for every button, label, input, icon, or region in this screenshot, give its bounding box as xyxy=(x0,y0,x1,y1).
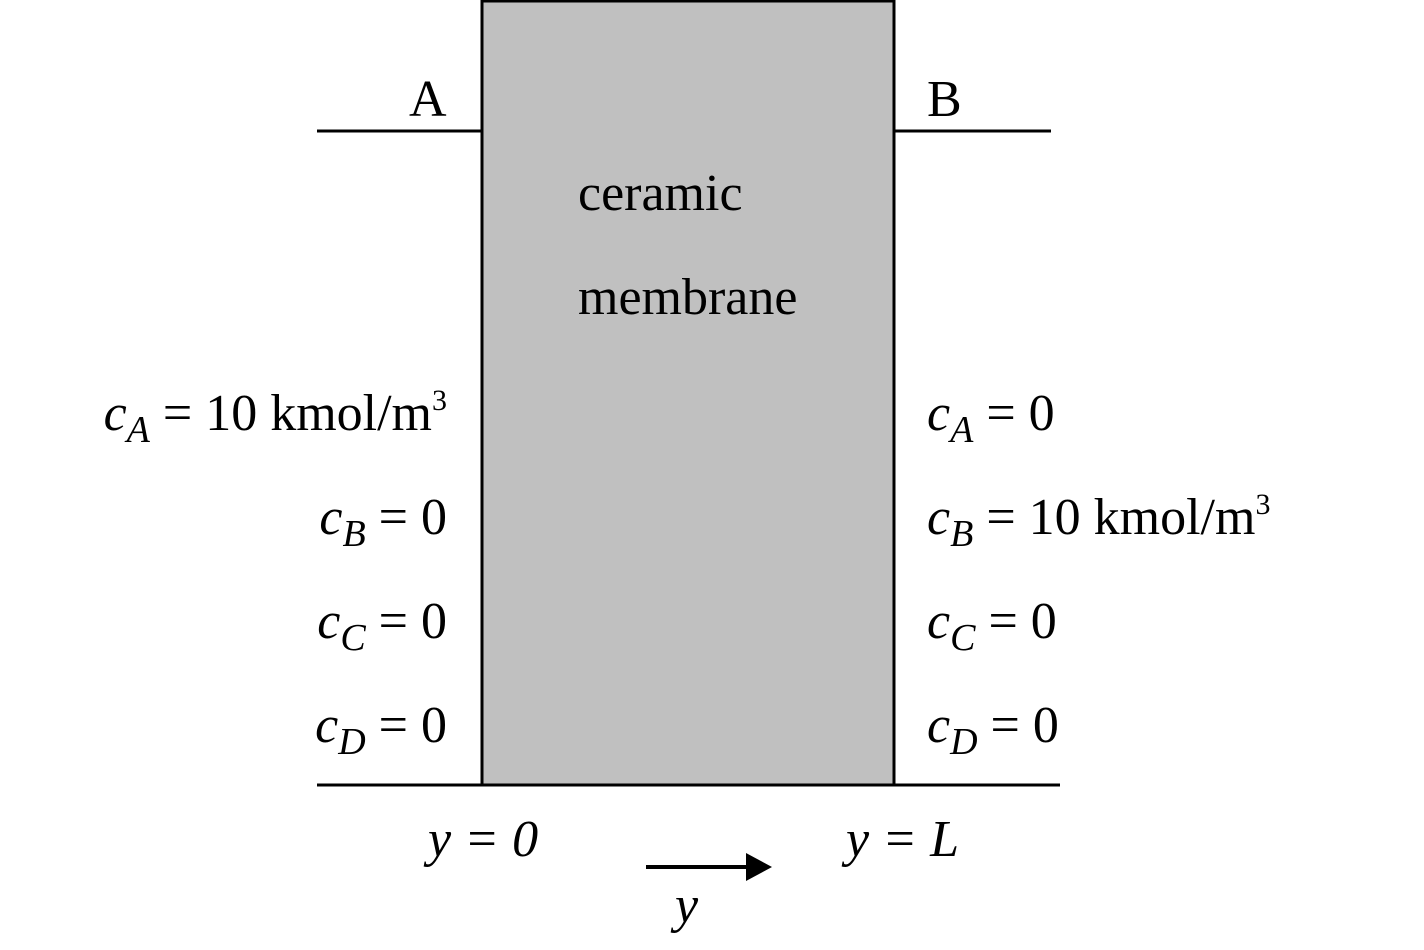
side-a-label: A xyxy=(409,71,447,128)
right-concentration-b: cB = 10 kmol/m3 xyxy=(927,488,1271,555)
left-concentration-a: cA = 10 kmol/m3 xyxy=(103,384,447,451)
right-concentration-d: cD = 0 xyxy=(927,697,1059,763)
ceramic-membrane xyxy=(480,0,896,787)
left-concentration-d: cD = 0 xyxy=(315,697,447,763)
y-start-label: y = 0 xyxy=(428,811,539,868)
right-concentration-a: cA = 0 xyxy=(927,385,1055,451)
y-end-label: y = L xyxy=(846,811,960,868)
left-concentration-b: cB = 0 xyxy=(319,489,447,555)
membrane-label-line1: ceramic xyxy=(578,165,743,222)
side-b-label: B xyxy=(927,71,962,128)
left-concentration-c: cC = 0 xyxy=(317,593,447,659)
right-concentration-c: cC = 0 xyxy=(927,593,1057,659)
y-axis-label: y xyxy=(675,877,699,934)
y-axis-arrow-head xyxy=(746,853,772,881)
membrane-label-line2: membrane xyxy=(578,269,798,326)
